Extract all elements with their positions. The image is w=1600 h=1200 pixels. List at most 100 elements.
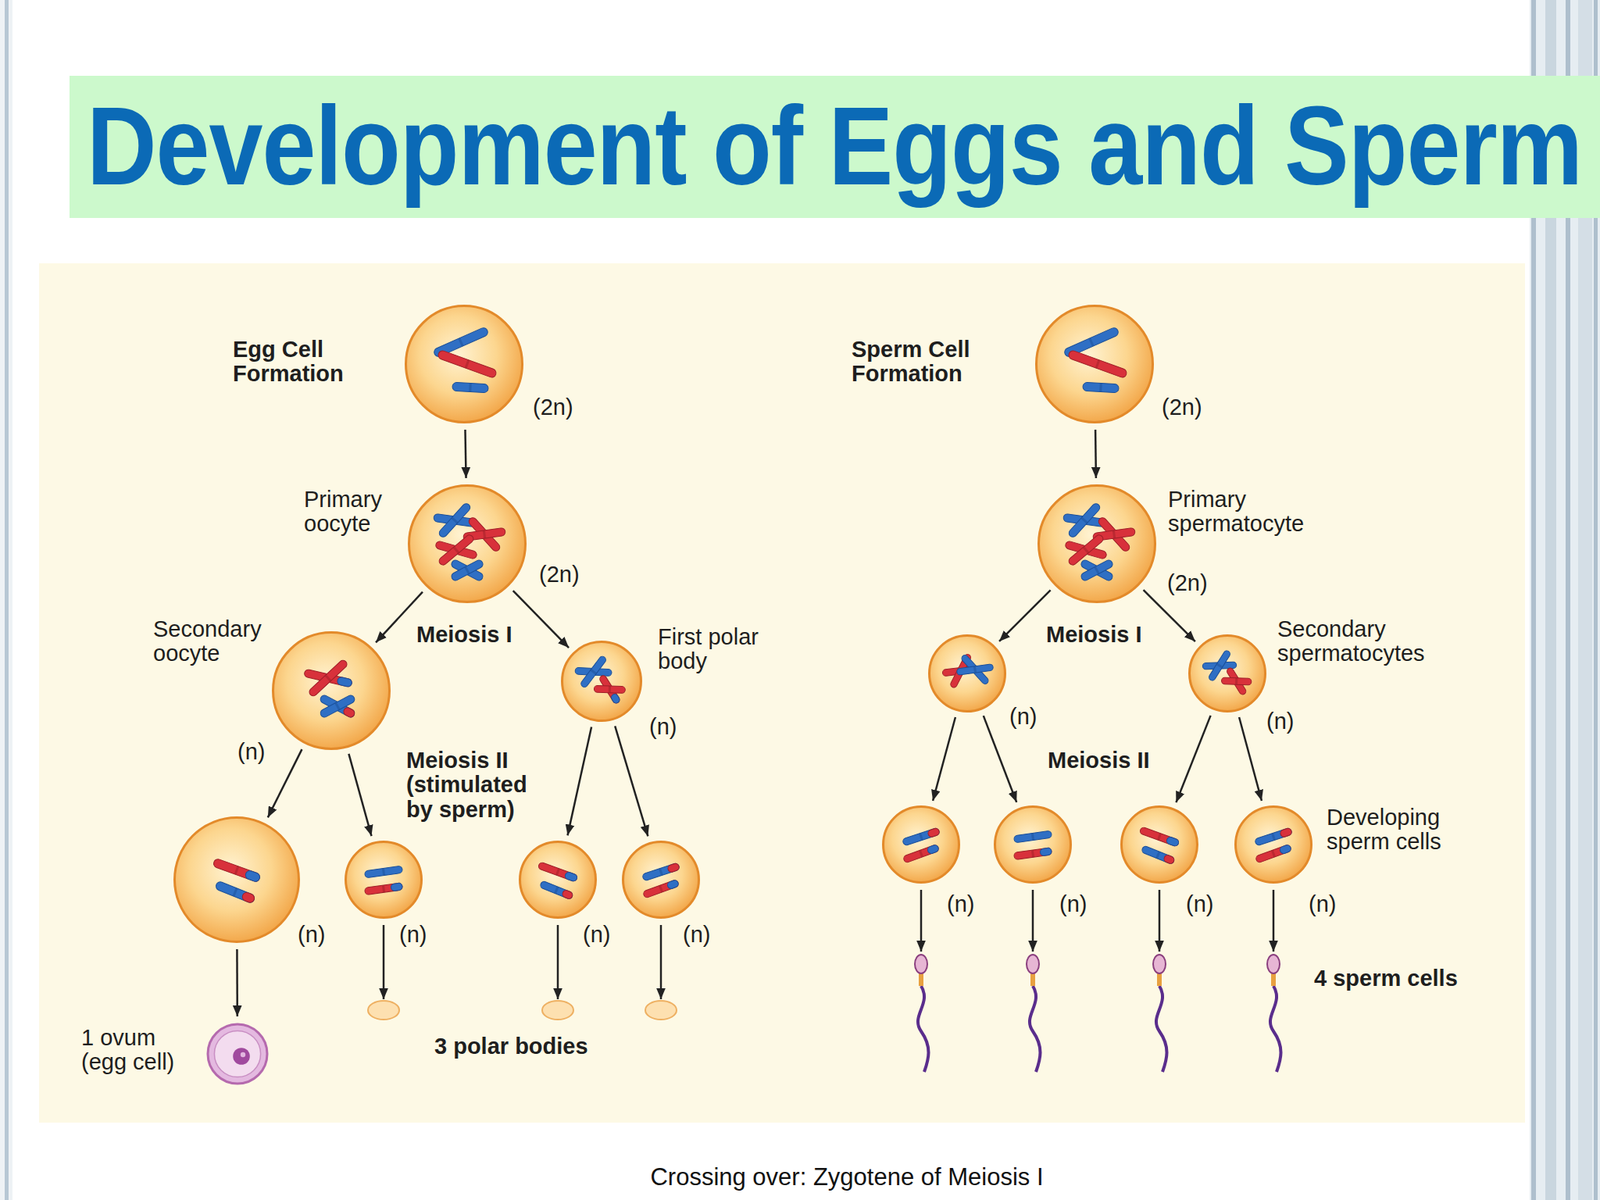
ovum-cytoplasm	[214, 1030, 261, 1077]
chromosome	[318, 693, 356, 718]
chromosome	[642, 862, 681, 882]
chromatid	[537, 861, 579, 883]
ploidy-label: (n)	[1009, 704, 1057, 729]
chromosome	[1013, 830, 1052, 843]
sperm-head	[914, 954, 928, 974]
cell-shape	[928, 634, 1007, 713]
sperm-tail	[1029, 985, 1041, 1072]
chromosome	[1255, 843, 1293, 864]
chromatid	[452, 382, 490, 393]
connector-group	[236, 429, 1262, 1017]
centromere	[553, 886, 559, 895]
crossover-segment	[336, 676, 353, 688]
chromatid	[450, 558, 485, 582]
sperm-head	[1026, 954, 1040, 974]
cell-body	[1039, 485, 1156, 603]
chromatid	[318, 693, 356, 718]
stage-label: 4 sperm cells	[1314, 966, 1458, 991]
crossover-segment	[342, 706, 356, 719]
chromatid	[318, 693, 356, 718]
centromere	[482, 530, 486, 539]
crossover-segment	[927, 827, 941, 838]
ovum-shape	[206, 1022, 269, 1086]
centromere	[1112, 530, 1116, 539]
centromere	[234, 865, 240, 875]
chromatid	[642, 878, 680, 899]
division-arrow	[267, 749, 303, 818]
cell-circle: Primary spermatocyte(2n)	[1037, 484, 1157, 604]
crossover-segment	[244, 869, 261, 883]
crossover-segment	[1279, 827, 1293, 838]
chromosome	[593, 685, 625, 693]
cell-circle: Secondary spermatocytes(n)	[1188, 634, 1267, 713]
centromere	[468, 382, 472, 392]
stage-label: Meiosis I	[1046, 622, 1143, 647]
centromere	[1271, 850, 1276, 858]
ploidy-label: (n)	[297, 922, 345, 947]
chromosome-set	[432, 326, 498, 393]
cell-label: 1 ovum (egg cell)	[81, 1025, 199, 1075]
sperm-tail	[917, 985, 929, 1072]
title-text: Development of Eggs and Sperm	[86, 91, 1583, 201]
polar-body-blob	[645, 1000, 677, 1020]
cell-label: Secondary spermatocytes	[1277, 617, 1485, 667]
cell-label: Sperm Cell Formation	[851, 337, 1008, 387]
centromere	[334, 702, 340, 711]
chromatid	[1141, 845, 1176, 865]
cell-circle: Developing sperm cells(n)	[1234, 805, 1313, 884]
ploidy-label: (n)	[1266, 709, 1314, 734]
chromatid	[1013, 830, 1052, 843]
division-arrow	[567, 727, 592, 836]
ovum-outer	[207, 1024, 268, 1084]
cell-circle: (n)	[344, 840, 423, 919]
chromosome-set	[575, 655, 625, 705]
ploidy-label: (n)	[1185, 892, 1233, 917]
division-arrow	[1175, 715, 1211, 803]
centromere	[555, 867, 561, 876]
polar-body-blob	[542, 1000, 574, 1020]
ovum-nucleolus	[240, 1052, 246, 1058]
centromere	[589, 668, 597, 675]
cell-shape	[560, 640, 643, 722]
chromosome-set	[942, 653, 994, 689]
division-arrow	[348, 753, 372, 836]
stage-label: 3 polar bodies	[434, 1034, 589, 1059]
cell-body	[1189, 635, 1266, 712]
chromatid	[1207, 649, 1232, 682]
cell-body	[520, 842, 597, 918]
cell-circle: (n)	[518, 840, 597, 919]
ovum-nucleus	[232, 1047, 250, 1065]
division-arrow	[920, 889, 923, 952]
chromosome	[902, 827, 941, 847]
chromosome-set	[642, 862, 681, 899]
stage-label: Meiosis I	[416, 622, 513, 647]
division-arrow	[557, 925, 560, 1000]
chromosome	[452, 382, 490, 393]
division-arrow	[932, 717, 956, 801]
chromosome-set	[433, 502, 507, 583]
chromosome	[435, 540, 479, 560]
centromere	[918, 850, 924, 858]
cell-circle: First polar body(n)	[560, 640, 643, 722]
cell-label: Primary spermatocyte	[1167, 487, 1360, 537]
cell-body	[1121, 807, 1198, 883]
cell-body	[346, 842, 422, 918]
stage-label: Meiosis II	[1047, 748, 1150, 773]
chromatid	[364, 865, 403, 879]
cell-label: Primary oocyte	[303, 487, 414, 537]
sperm-tail	[1156, 985, 1168, 1072]
cell-body	[623, 842, 700, 918]
chromatid	[1139, 826, 1180, 847]
sperm-tail	[1270, 985, 1282, 1072]
caption-text: Crossing over: Zygotene of Meiosis I	[534, 1164, 1160, 1191]
chromosome-set	[212, 857, 261, 904]
crossover-segment	[666, 878, 679, 890]
centromere	[658, 885, 664, 893]
chromosome	[214, 880, 256, 904]
centromere	[608, 685, 611, 693]
cell-shape	[407, 484, 527, 604]
chromosome-set	[902, 827, 941, 864]
chromatid	[1013, 847, 1052, 861]
